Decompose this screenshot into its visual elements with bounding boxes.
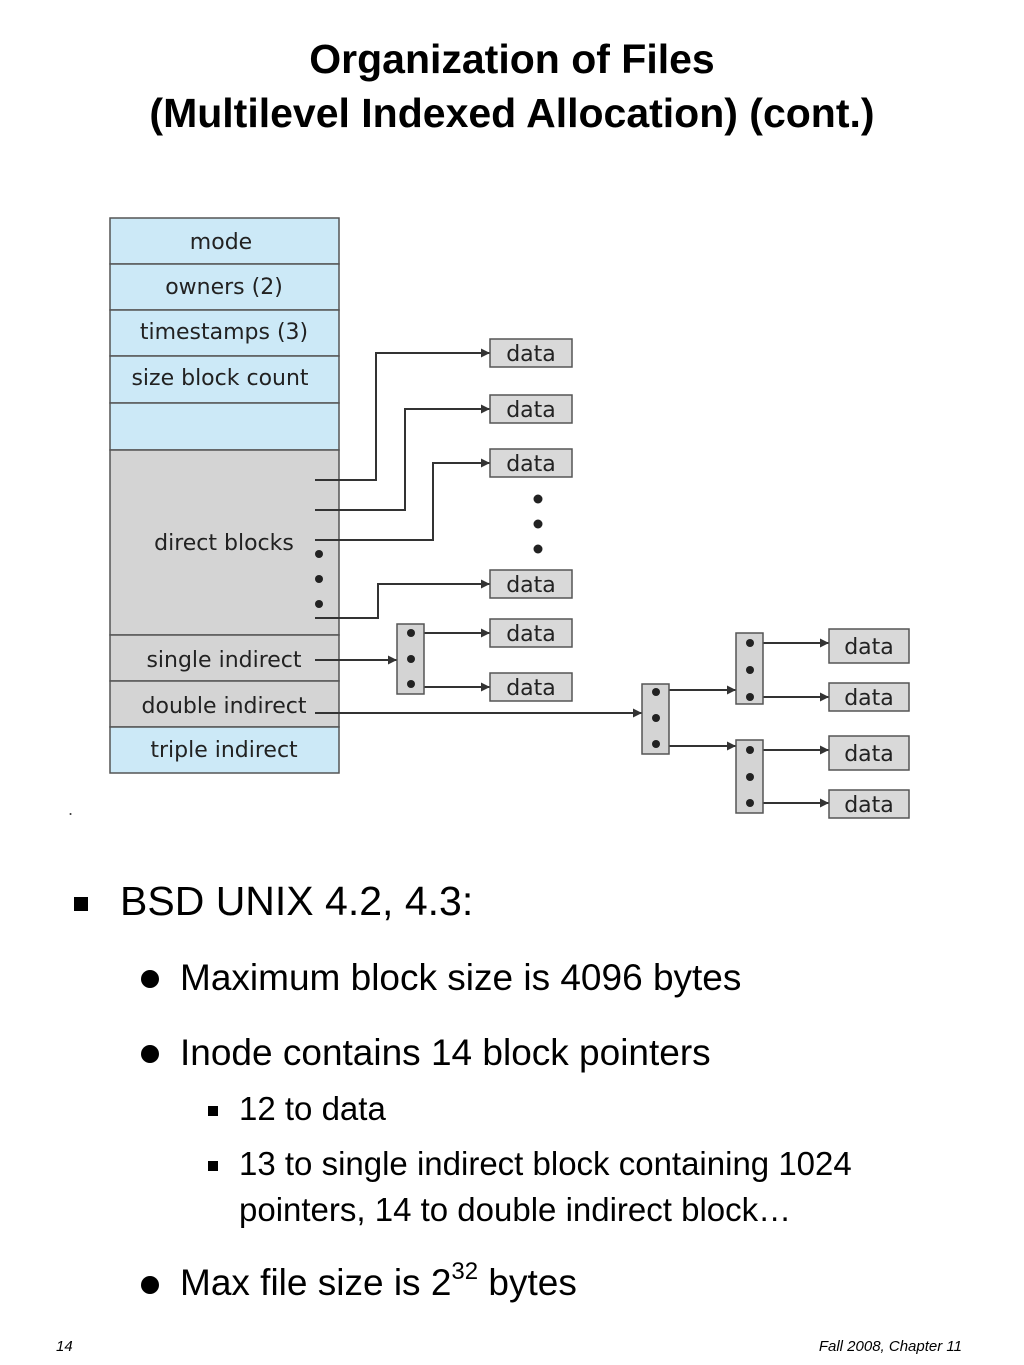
bullet-dot-icon xyxy=(141,1276,159,1294)
data-label-1: data xyxy=(506,342,556,367)
inode-cell-direct xyxy=(109,449,340,636)
data-block-8 xyxy=(828,682,910,712)
label-mode: mode xyxy=(190,230,252,255)
bullet-l2c-prefix: Max file size is 2 xyxy=(180,1262,452,1303)
data-label-9: data xyxy=(844,742,894,767)
footer-chapter: Fall 2008, Chapter 11 xyxy=(818,1338,962,1355)
inode-cell-triple xyxy=(109,726,340,774)
data-block-7 xyxy=(828,628,910,664)
index-block-dots xyxy=(407,629,754,807)
page-number: 14 xyxy=(56,1338,73,1355)
bullet-l3b-line2: pointers, 14 to double indirect block… xyxy=(239,1191,792,1228)
slide-title-line2: (Multilevel Indexed Allocation) (cont.) xyxy=(149,90,875,136)
slide-title-line1: Organization of Files xyxy=(309,36,715,82)
data-label-4: data xyxy=(506,573,556,598)
inode-table xyxy=(109,217,340,774)
data-label-2: data xyxy=(506,398,556,423)
bullet-small-square-icon xyxy=(208,1106,218,1116)
inode-cell-owners xyxy=(109,263,340,311)
bullet-l2c: Max file size is 232 bytes xyxy=(180,1260,577,1304)
label-triple: triple indirect xyxy=(150,738,298,763)
bullet-l3b-line1: 13 to single indirect block containing 1… xyxy=(239,1145,852,1182)
data-block-2 xyxy=(489,394,573,424)
data-label-3: data xyxy=(506,452,556,477)
inode-cell-double xyxy=(109,680,340,728)
bullet-l2b: Inode contains 14 block pointers xyxy=(180,1032,711,1073)
bullet-dot-icon xyxy=(141,970,159,988)
inode-diagram: mode owners (2) timestamps (3) size bloc… xyxy=(68,217,910,819)
inode-cell-blank xyxy=(109,402,340,451)
label-double: double indirect xyxy=(142,694,307,719)
data-label-5: data xyxy=(506,622,556,647)
inode-cell-size xyxy=(109,355,340,404)
data-block-4 xyxy=(489,569,573,599)
data-ellipsis xyxy=(533,494,543,554)
data-block-3 xyxy=(489,448,573,478)
direct-dots xyxy=(315,550,323,608)
data-label-7: data xyxy=(844,635,894,660)
label-single: single indirect xyxy=(146,648,301,673)
label-direct: direct blocks xyxy=(154,531,294,556)
label-size: size block count xyxy=(131,366,308,391)
data-block-5 xyxy=(489,618,573,648)
inode-cell-timestamps xyxy=(109,309,340,357)
bullet-l2a: Maximum block size is 4096 bytes xyxy=(180,957,742,998)
bullet-l3a: 12 to data xyxy=(239,1090,386,1127)
data-label-6: data xyxy=(506,676,556,701)
data-block-6 xyxy=(489,672,573,702)
bullet-dot-icon xyxy=(141,1045,159,1063)
label-timestamps: timestamps (3) xyxy=(140,320,308,345)
bullet-l2c-suffix: bytes xyxy=(478,1262,577,1303)
data-block-1 xyxy=(489,338,573,368)
bullet-l1: BSD UNIX 4.2, 4.3: xyxy=(120,878,474,924)
bullet-small-square-icon xyxy=(208,1161,218,1171)
stray-mark: . xyxy=(68,800,73,819)
data-block-9 xyxy=(828,735,910,771)
data-block-10 xyxy=(828,789,910,819)
data-label-8: data xyxy=(844,686,894,711)
data-label-10: data xyxy=(844,793,894,818)
label-owners: owners (2) xyxy=(165,275,283,300)
inode-cell-single xyxy=(109,634,340,682)
bullet-l2c-exponent: 32 xyxy=(451,1258,479,1285)
pointer-lines xyxy=(315,348,829,808)
slide-title: Organization of Files (Multilevel Indexe… xyxy=(0,32,1024,140)
bullet-square-icon xyxy=(74,897,88,911)
